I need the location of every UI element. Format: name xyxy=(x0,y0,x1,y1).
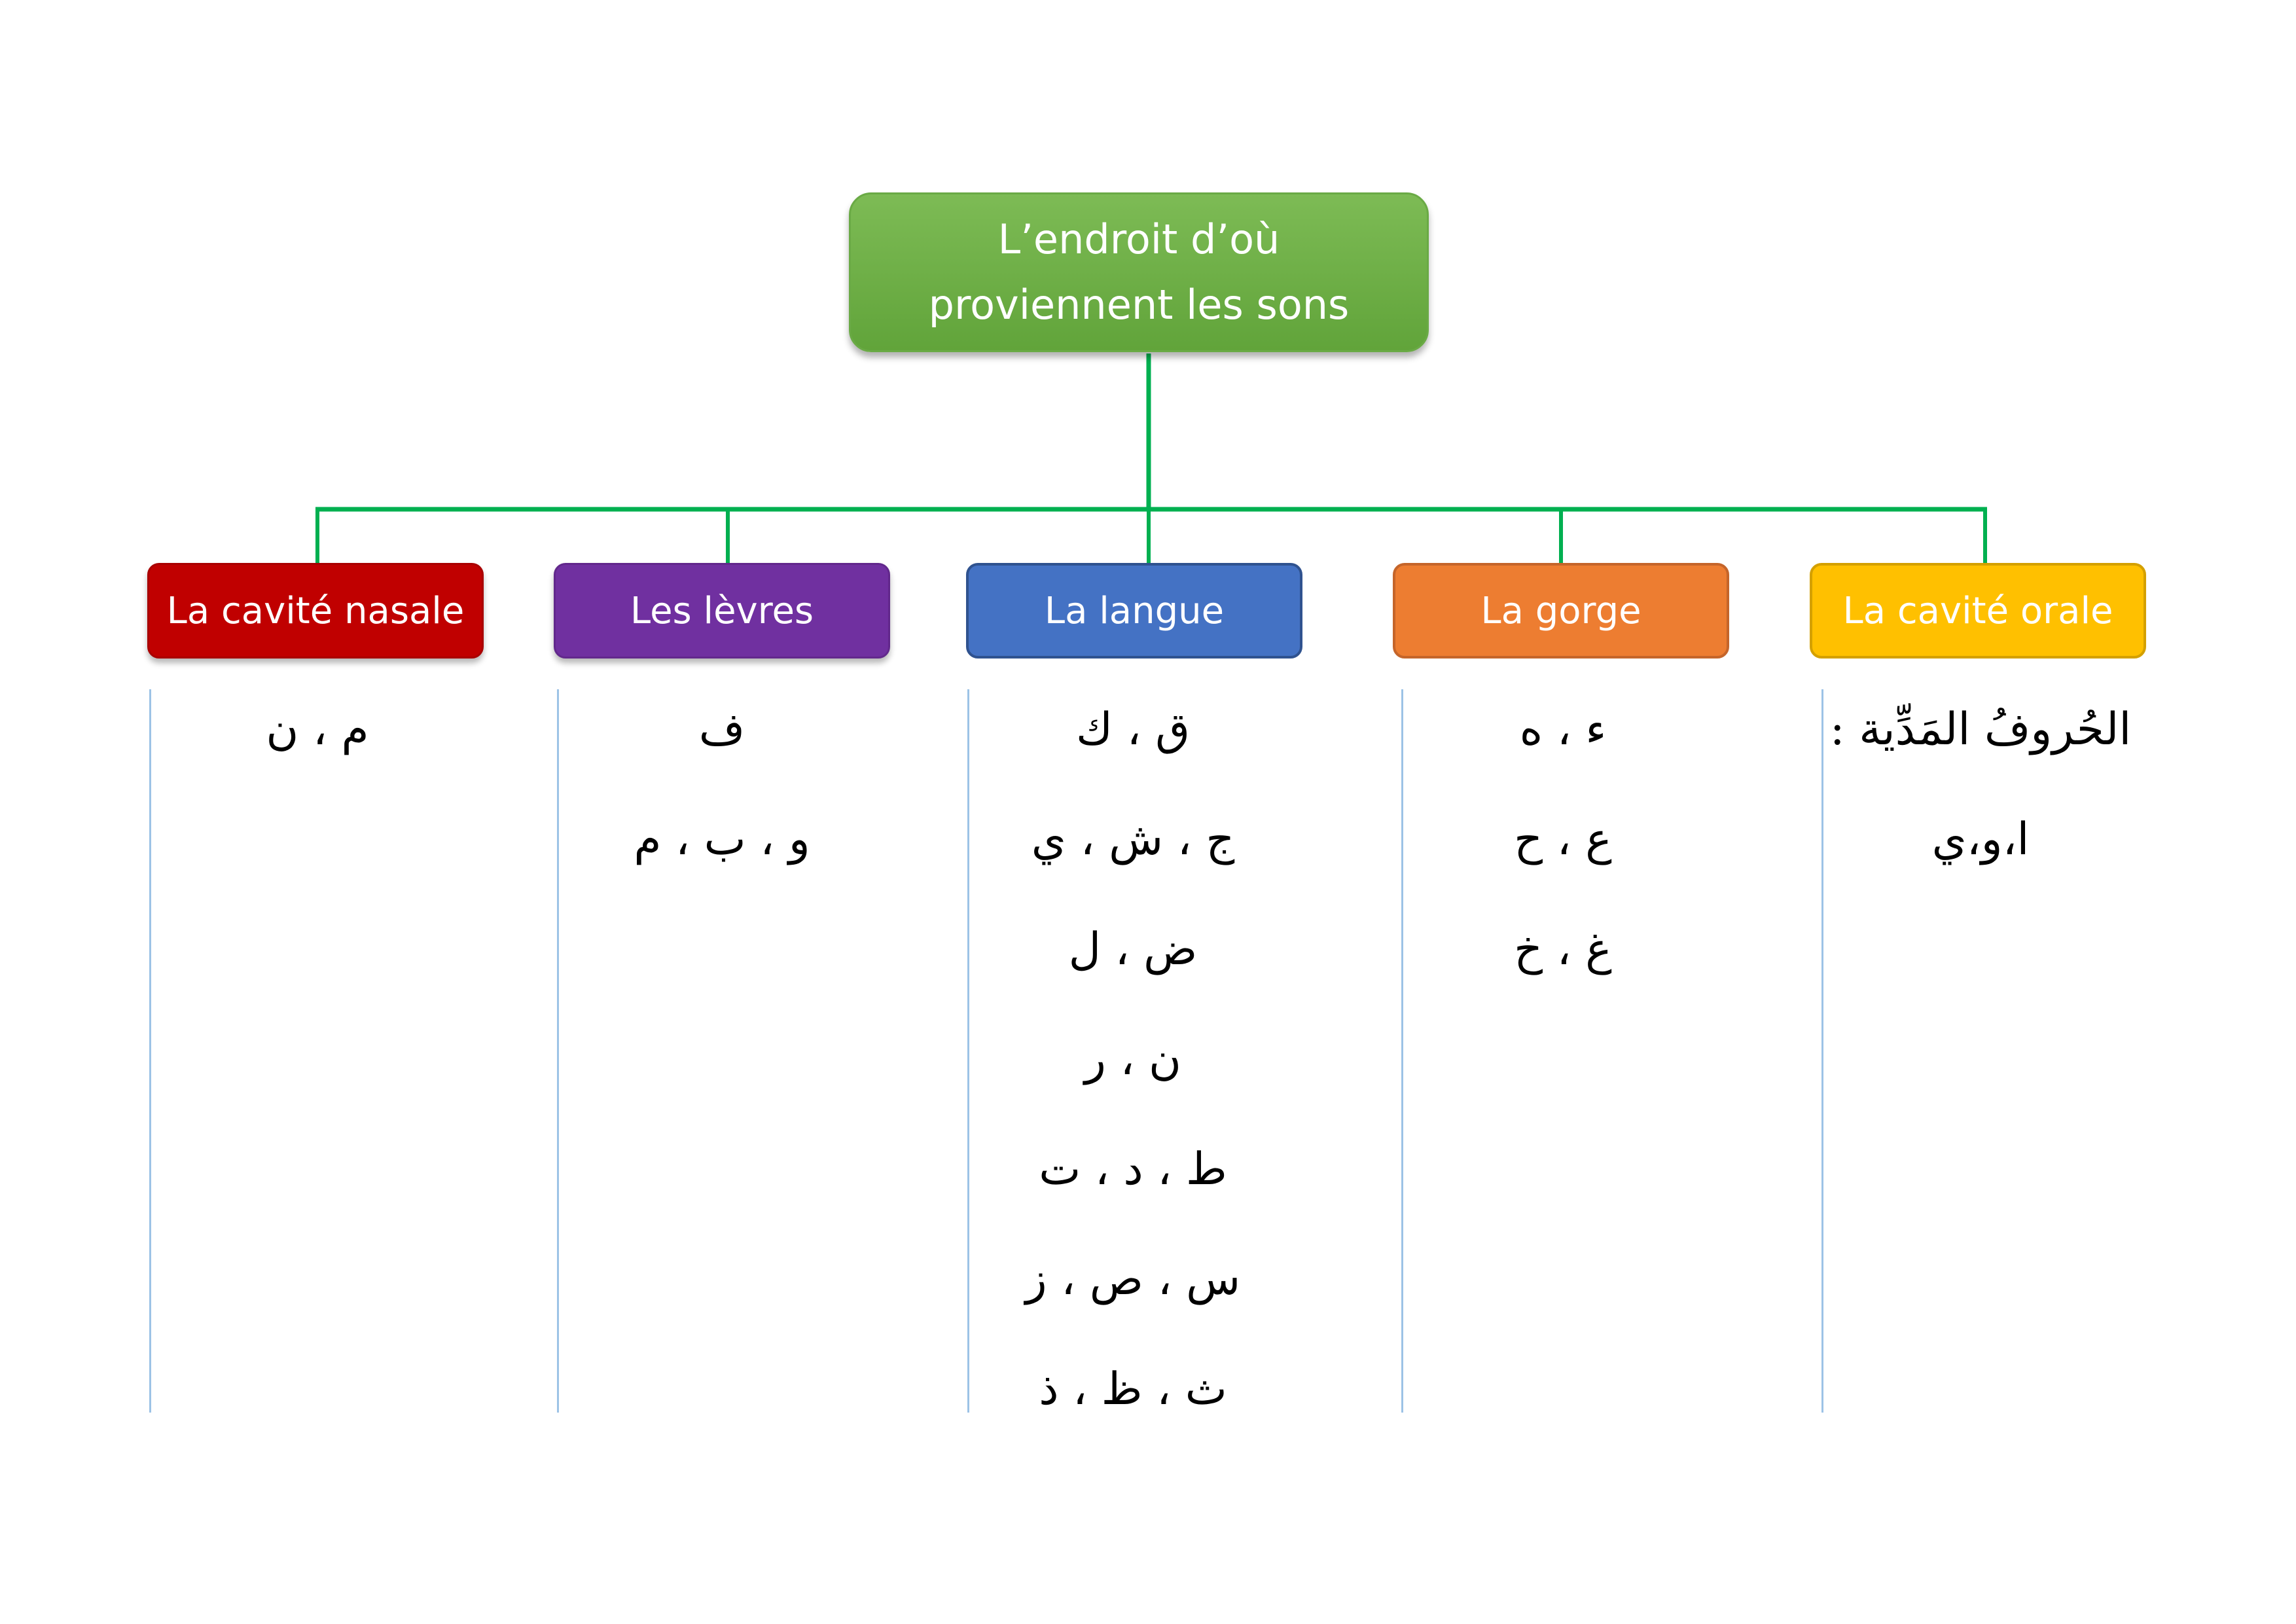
category-label: La cavité orale xyxy=(1842,589,2113,632)
column-divider xyxy=(149,689,151,1413)
letter-group: ع ، ح xyxy=(1514,814,1612,865)
column-divider xyxy=(967,689,969,1413)
letter-group: ق ، ك xyxy=(1076,704,1190,755)
letters-column-levres: ف و ، ب ، م xyxy=(539,691,905,911)
category-levres: Les lèvres xyxy=(554,563,890,659)
letter-group: غ ، خ xyxy=(1514,924,1612,975)
category-cavite-orale: La cavité orale xyxy=(1810,563,2146,659)
column-divider xyxy=(557,689,559,1413)
root-label-line1: L’endroit d’où xyxy=(997,215,1280,263)
category-label: Les lèvres xyxy=(630,589,814,632)
category-label: La langue xyxy=(1044,589,1225,632)
letters-column-langue: ق ، ك ج ، ش ، ي ض ، ل ن ، ر ط ، د ، ت س … xyxy=(950,691,1316,1460)
letter-group: ن ، ر xyxy=(1085,1034,1181,1085)
category-label: La gorge xyxy=(1480,589,1641,632)
category-cavite-nasale: La cavité nasale xyxy=(147,563,484,659)
category-langue: La langue xyxy=(966,563,1302,659)
letters-column-nasale: م ، ن xyxy=(134,691,501,801)
letter-group: ض ، ل xyxy=(1068,924,1198,975)
letter-group: س ، ص ، ز xyxy=(1025,1254,1241,1305)
category-gorge: La gorge xyxy=(1393,563,1729,659)
letters-column-orale: الحُروفُ المَدِّية : ا،و،ي xyxy=(1797,691,2164,911)
letter-group: ف xyxy=(698,704,745,755)
root-label-line2: proviennent les sons xyxy=(928,281,1350,329)
letter-group: ا،و،ي xyxy=(1931,814,2030,865)
letter-group: ث ، ظ ، ذ xyxy=(1039,1363,1227,1415)
letter-group: الحُروفُ المَدِّية : xyxy=(1829,704,2132,755)
letter-group: ط ، د ، ت xyxy=(1039,1144,1227,1195)
category-label: La cavité nasale xyxy=(166,589,465,632)
letter-group: م ، ن xyxy=(266,704,369,755)
root-node: L’endroit d’où proviennent les sons xyxy=(849,192,1429,352)
column-divider xyxy=(1821,689,1823,1413)
letter-group: ج ، ش ، ي xyxy=(1031,814,1235,865)
letters-column-gorge: ء ، ه ع ، ح غ ، خ xyxy=(1380,691,1746,1020)
letter-group: و ، ب ، م xyxy=(634,814,810,865)
letter-group: ء ، ه xyxy=(1519,704,1607,755)
column-divider xyxy=(1401,689,1403,1413)
